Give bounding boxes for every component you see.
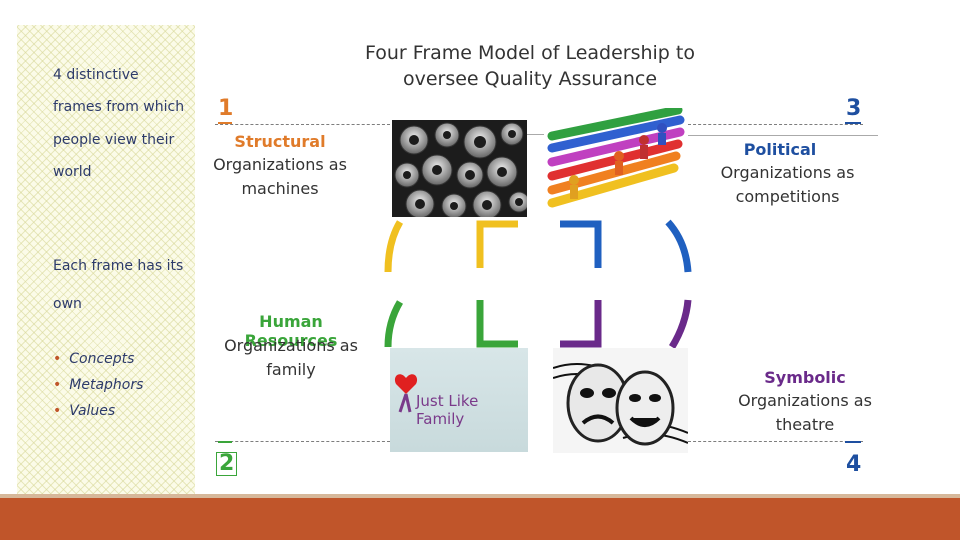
bullet-icon: • bbox=[53, 351, 61, 367]
structural-bracket-corner bbox=[480, 224, 518, 268]
sidebar-intro-line-1: 4 distinctive bbox=[53, 67, 139, 83]
frame-number-1: 1 bbox=[218, 96, 233, 121]
divider-bottom-left bbox=[215, 441, 390, 442]
number-underline-1 bbox=[218, 122, 232, 124]
frame-name-structural: Structural bbox=[210, 132, 350, 151]
hr-bracket-corner bbox=[480, 300, 518, 344]
race-arrows-icon bbox=[544, 108, 688, 218]
hr-bracket-arc bbox=[388, 302, 400, 347]
bullet-icon: • bbox=[53, 403, 61, 419]
frame-desc-human-resources: Organizations as family bbox=[215, 334, 367, 382]
divider-top-left bbox=[215, 124, 390, 125]
divider-top-right bbox=[688, 124, 863, 125]
frame-number-3: 3 bbox=[846, 96, 861, 121]
symbolic-bracket-corner bbox=[560, 300, 598, 344]
sidebar-item-list: • Concepts • Metaphors • Values bbox=[53, 346, 143, 424]
gears-image bbox=[392, 120, 527, 217]
frame-brackets-diagram bbox=[380, 212, 700, 352]
divider-bottom-right bbox=[688, 441, 863, 442]
sidebar-own-line-1: Each frame has its bbox=[53, 258, 183, 274]
footer-bar bbox=[0, 498, 960, 540]
structural-bracket-arc bbox=[388, 222, 400, 272]
bullet-icon: • bbox=[53, 377, 61, 393]
frame-desc-symbolic: Organizations as theatre bbox=[730, 389, 880, 437]
sidebar-item-label: Metaphors bbox=[69, 377, 143, 393]
sidebar-own-line-2: own bbox=[53, 296, 82, 312]
divider-top-right-solid bbox=[688, 135, 878, 136]
sidebar-item: • Metaphors bbox=[53, 372, 143, 398]
number-underline-3 bbox=[845, 122, 861, 124]
number-overline-4 bbox=[845, 441, 861, 443]
number-overline-2 bbox=[218, 441, 232, 443]
gears-icon bbox=[392, 120, 527, 217]
frame-desc-political: Organizations as competitions bbox=[710, 161, 865, 209]
sidebar-intro-line-2: frames from which bbox=[53, 99, 184, 115]
frame-name-symbolic: Symbolic bbox=[735, 368, 875, 387]
frame-name-political: Political bbox=[710, 140, 850, 159]
sidebar-intro-line-3: people view their bbox=[53, 132, 174, 148]
theatre-masks-icon bbox=[553, 348, 688, 453]
frame-number-4: 4 bbox=[846, 452, 861, 477]
sidebar-item-label: Values bbox=[69, 403, 115, 419]
race-arrows-image bbox=[544, 108, 688, 218]
frame-number-2: 2 bbox=[216, 452, 237, 476]
frame-desc-structural: Organizations as machines bbox=[200, 153, 360, 201]
family-logo-image: Just Like Family bbox=[390, 348, 528, 452]
page-title: Four Frame Model of Leadership to overse… bbox=[360, 40, 700, 92]
political-bracket-arc bbox=[668, 222, 688, 272]
symbolic-bracket-arc bbox=[672, 300, 688, 347]
sidebar-intro-line-4: world bbox=[53, 164, 92, 180]
family-logo-text: Just Like Family bbox=[416, 392, 528, 428]
sidebar-item-label: Concepts bbox=[69, 351, 134, 367]
sidebar-item: • Concepts bbox=[53, 346, 143, 372]
sidebar-item: • Values bbox=[53, 398, 143, 424]
political-bracket-corner bbox=[560, 224, 598, 268]
theatre-masks-image bbox=[553, 348, 688, 453]
